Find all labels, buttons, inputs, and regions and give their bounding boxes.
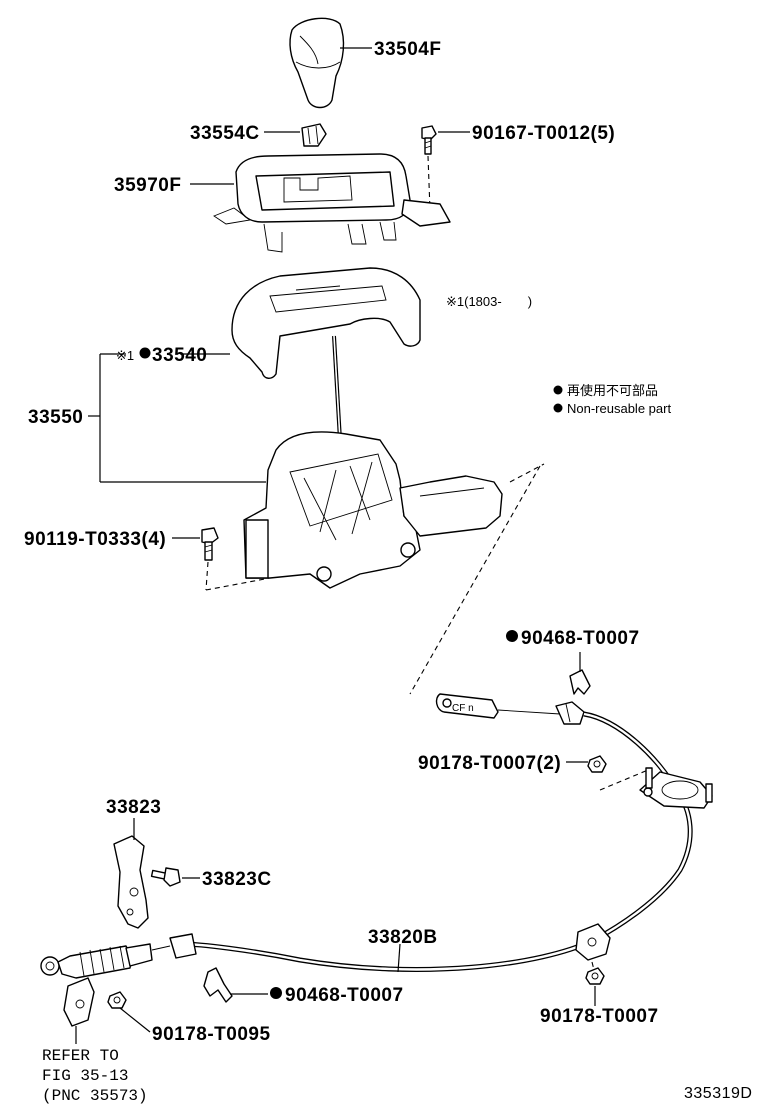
diagram-id: 335319D — [684, 1085, 752, 1102]
indicator-cover — [231, 267, 421, 379]
legend-dot-2 — [553, 403, 563, 413]
label-cover: 33540 — [152, 345, 207, 366]
label-bracket: 33823 — [106, 797, 161, 818]
svg-text:CF n: CF n — [452, 703, 474, 714]
label-clip: 33554C — [190, 123, 260, 144]
screw-top — [421, 125, 437, 155]
label-clip-upper: 90468-T0007 — [521, 628, 640, 649]
label-screw-top: 90167-T0012(5) — [472, 123, 615, 144]
label-bracket-bolt: 33823C — [202, 869, 272, 890]
non-reusable-dot-clip-lower — [270, 987, 282, 999]
refer-line-2: FIG 35-13 — [42, 1067, 128, 1085]
label-bolt-left: 90119-T0333(4) — [24, 529, 166, 550]
legend-line-1: 再使用不可部品 — [567, 383, 658, 398]
cable-end-upper: CF n — [435, 693, 585, 725]
legend-line-2: Non-reusable part — [567, 401, 671, 416]
nut-single — [585, 967, 605, 985]
refer-line-1: REFER TO — [42, 1047, 119, 1065]
label-nut-two: 90178-T0007(2) — [418, 753, 561, 774]
dash-lever-cable-1 — [409, 465, 541, 695]
leader-nut-left — [119, 1007, 151, 1033]
clip-lower — [203, 967, 233, 1003]
label-bezel: 35970F — [114, 175, 181, 196]
label-nut-left: 90178-T0095 — [152, 1024, 271, 1045]
bracket-left — [113, 835, 149, 929]
dash-lever-cable-2 — [509, 463, 545, 483]
shift-knob — [289, 17, 345, 109]
nut-two — [587, 755, 607, 773]
non-reusable-dot-cover — [139, 347, 151, 359]
label-nut-single: 90178-T0007 — [540, 1006, 659, 1027]
non-reusable-dot-clip-upper — [506, 630, 518, 642]
cable-bracket-right — [639, 767, 713, 809]
cable-clamp — [575, 923, 611, 961]
shift-lever-assembly — [243, 335, 503, 589]
cable-end-lower — [40, 933, 197, 979]
note-star: ※1(1803- ) — [446, 294, 532, 309]
label-lever-assy: 33550 — [28, 407, 83, 428]
dash-nut-single — [591, 961, 595, 971]
dash-screw-top — [427, 155, 431, 211]
nut-left — [107, 991, 127, 1009]
legend-dot-1 — [553, 385, 563, 395]
dash-bolt-left-1 — [205, 561, 209, 591]
clip-part — [301, 123, 327, 147]
leader-cable — [397, 943, 401, 973]
refer-plate — [63, 977, 95, 1027]
dash-bolt-left-2 — [205, 577, 271, 591]
refer-line-3: (PNC 35573) — [42, 1087, 148, 1105]
label-knob: 33504F — [374, 39, 441, 60]
label-clip-lower: 90468-T0007 — [285, 985, 404, 1006]
clip-upper — [569, 669, 591, 695]
shift-bezel — [213, 153, 451, 253]
bolt-left — [201, 527, 219, 561]
dash-nut2 — [599, 769, 649, 791]
bracket-bolt — [150, 867, 181, 887]
label-cable: 33820B — [368, 927, 438, 948]
label-cover-prefix: ※1 — [116, 348, 134, 363]
